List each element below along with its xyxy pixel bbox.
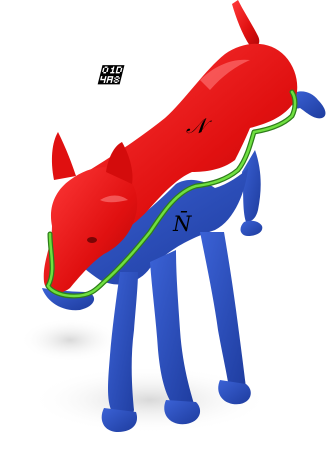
region-n <box>43 0 298 293</box>
ground-shadow <box>30 366 270 434</box>
complement-label: N̄ <box>173 212 192 236</box>
manifold-label: 𝒨 <box>98 64 120 89</box>
ground-shadow-left <box>20 318 120 362</box>
boundary-curve-highlight <box>46 90 297 298</box>
region-label: 𝒩 <box>186 114 207 138</box>
